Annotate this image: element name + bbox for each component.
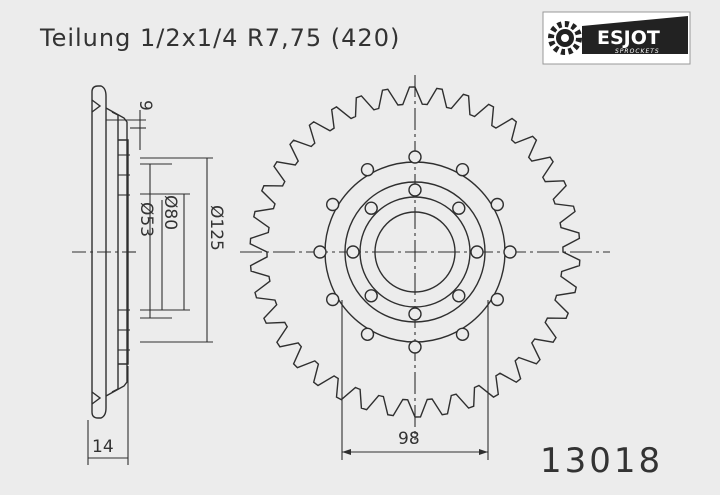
pitch-spec-text: Teilung 1/2x1/4 R7,75 (420) <box>39 24 400 52</box>
esjot-logo: ESJOT SPROCKETS <box>542 11 691 65</box>
gear-icon <box>548 21 582 55</box>
inner-bolt-hole-3 <box>452 289 466 303</box>
inner-bolt-hole-2 <box>470 245 484 259</box>
inner-ring-circle <box>359 196 471 308</box>
logo-brand: ESJOT <box>597 27 660 49</box>
hub-ring-circle <box>344 181 486 323</box>
inner-bolt-hole-7 <box>364 201 378 215</box>
center-bore-label: Ø53 <box>136 202 156 237</box>
bolt-spacing-label: 98 <box>398 429 420 449</box>
inner-bolt-hole-6 <box>346 245 360 259</box>
bolt-holes <box>313 150 517 354</box>
outer-bolt-hole-3 <box>503 245 517 259</box>
outer-bolt-hole-4 <box>490 292 504 307</box>
outer-bolt-hole-10 <box>326 197 340 212</box>
outer-bolt-hole-6 <box>408 340 422 354</box>
outer-bolt-hole-9 <box>313 245 327 259</box>
hub-circle-label: Ø80 <box>160 195 180 230</box>
outer-bolt-hole-5 <box>455 327 470 341</box>
sprocket-front-view: 98 <box>240 75 610 460</box>
inner-bolt-hole-4 <box>408 307 422 321</box>
side-profile: 14 9 Ø53 Ø80 Ø125 <box>72 85 226 465</box>
outer-bolt-hole-11 <box>360 162 375 177</box>
inner-bolt-hole-1 <box>452 201 466 215</box>
outer-bolt-hole-2 <box>490 197 504 212</box>
center-bore-circle <box>374 211 456 293</box>
thickness-label: 9 <box>135 100 155 111</box>
inner-bolt-hole-0 <box>408 183 422 197</box>
hub-width-label: 14 <box>92 437 114 457</box>
outer-bolt-hole-7 <box>360 327 375 341</box>
outer-bolt-hole-1 <box>455 162 470 177</box>
outer-circle-label: Ø125 <box>206 205 226 251</box>
inner-bolt-hole-5 <box>364 289 378 303</box>
outer-bolt-hole-0 <box>408 150 422 164</box>
part-number: 13018 <box>540 441 663 481</box>
outer-bolt-hole-8 <box>326 292 340 307</box>
logo-tagline: SPROCKETS <box>615 48 660 55</box>
